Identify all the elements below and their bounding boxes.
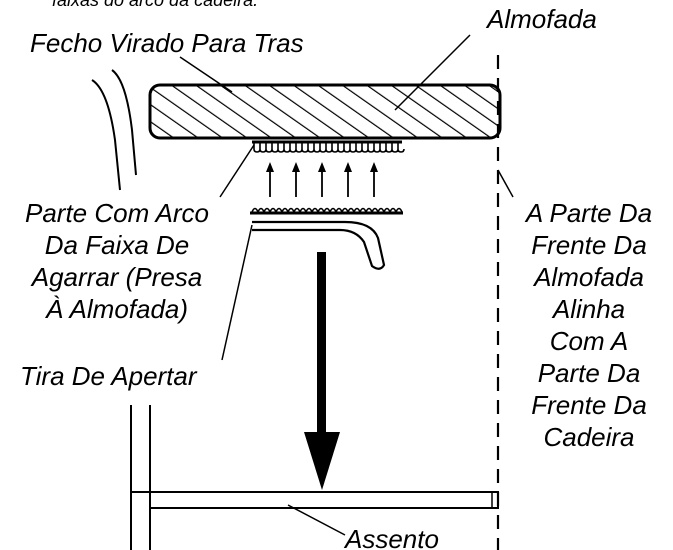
leader-fecho — [179, 56, 233, 93]
svg-text:À Almofada): À Almofada) — [44, 294, 188, 324]
leader-assento — [287, 504, 346, 536]
svg-text:Parte Com Arco: Parte Com Arco — [25, 198, 209, 228]
svg-text:Cadeira: Cadeira — [543, 422, 634, 452]
svg-text:Com A: Com A — [550, 326, 629, 356]
svg-text:Frente Da: Frente Da — [531, 390, 647, 420]
svg-text:Da Faixa De: Da Faixa De — [45, 230, 190, 260]
svg-text:A Parte Da: A Parte Da — [524, 198, 652, 228]
svg-text:Almofada: Almofada — [532, 262, 644, 292]
strap-curl — [252, 220, 386, 270]
label-almofada: Almofada — [485, 4, 597, 34]
leader-parte-arco — [219, 144, 255, 198]
upward-arrow-head — [370, 162, 378, 172]
header-cut-text: faixas do arco da cadeira. — [52, 0, 258, 10]
loop-teeth — [251, 207, 403, 213]
label-fecho-virado: Fecho Virado Para Tras — [30, 28, 304, 58]
hook-teeth-top — [253, 143, 405, 153]
leader-tira — [221, 224, 253, 361]
upward-arrow-head — [344, 162, 352, 172]
seat-outline — [131, 491, 499, 509]
label-assento: Assento — [343, 524, 439, 550]
svg-text:Parte Da: Parte Da — [538, 358, 641, 388]
upward-arrow-head — [292, 162, 300, 172]
label-tira-de-apertar: Tira De Apertar — [20, 361, 198, 391]
big-arrow-head — [304, 432, 340, 490]
svg-text:Agarrar (Presa: Agarrar (Presa — [30, 262, 203, 292]
big-arrow-shaft — [317, 252, 326, 437]
leader-almofada — [394, 34, 471, 111]
chair-arm-outline — [91, 79, 121, 191]
label-parte-com-arco: Parte Com Arco Da Faixa De Agarrar (Pres… — [25, 198, 209, 324]
leader-frente — [497, 169, 514, 198]
chair-arm-outline-inner — [111, 69, 137, 176]
svg-text:Frente Da: Frente Da — [531, 230, 647, 260]
upward-arrow-head — [266, 162, 274, 172]
upward-arrow-head — [318, 162, 326, 172]
svg-text:Alinha: Alinha — [551, 294, 625, 324]
label-parte-da-frente: A Parte Da Frente Da Almofada Alinha Com… — [524, 198, 652, 452]
upward-arrows — [266, 162, 378, 197]
cushion-bar — [148, 83, 502, 140]
